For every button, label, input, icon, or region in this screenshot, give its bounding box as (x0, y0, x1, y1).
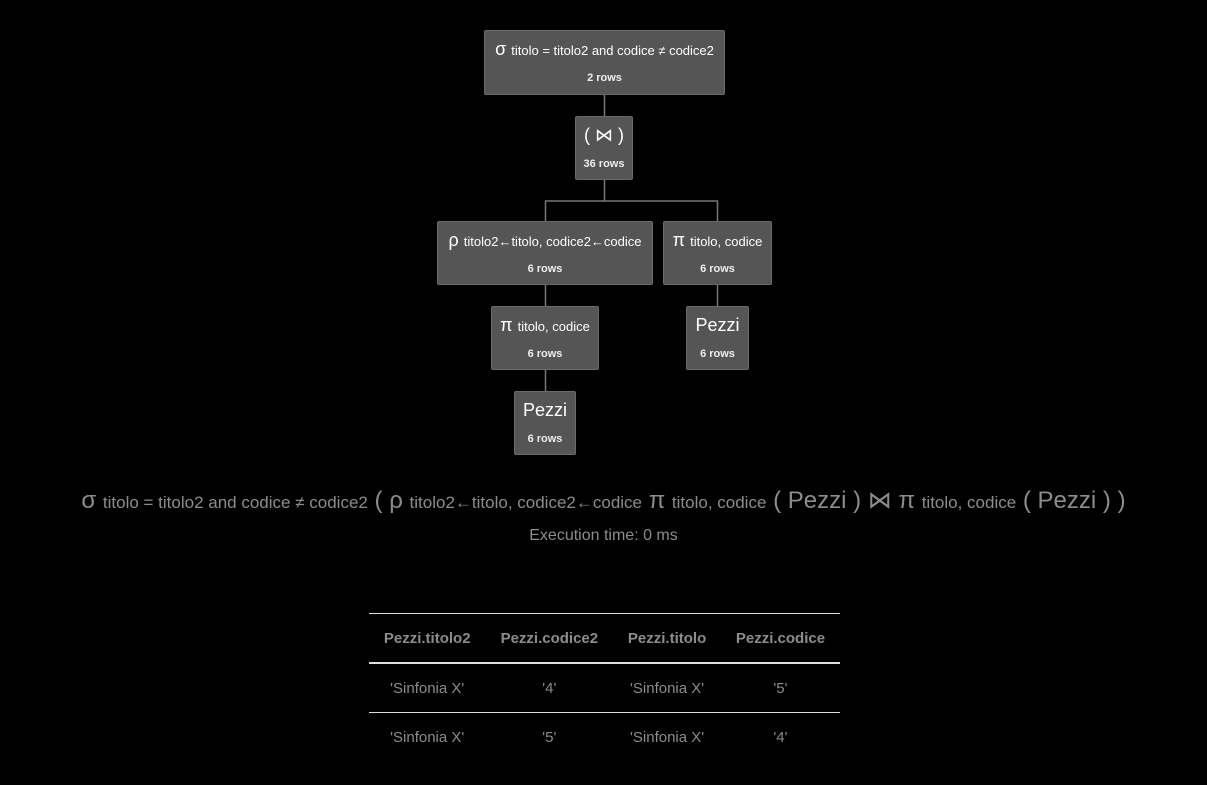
expr-paren: ( (374, 487, 383, 514)
relational-algebra-expression: σ titolo = titolo2 and codice ≠ codice2 … (0, 486, 1207, 515)
expr-paren: ) (1102, 487, 1111, 514)
expr-join: ⋈ (867, 487, 892, 514)
expr-paren: ( (1022, 487, 1031, 514)
table-row: 'Sinfonia X' '5' 'Sinfonia X' '4' (369, 713, 840, 762)
relation-node-right[interactable]: Pezzi 6 rows (686, 306, 749, 370)
relation-name: Pezzi (695, 315, 740, 335)
row-count: 6 rows (527, 433, 563, 445)
column-header: Pezzi.codice (720, 613, 840, 664)
expr-pi: π (648, 487, 666, 514)
sigma-symbol: σ (495, 39, 507, 59)
table-cell: '4' (485, 663, 614, 713)
expr-pi: π (898, 487, 916, 514)
row-count: 6 rows (700, 263, 735, 275)
expr-relation: Pezzi (787, 487, 847, 514)
table-cell: '5' (720, 663, 840, 713)
projection-node-right[interactable]: π titolo, codice 6 rows (663, 221, 772, 285)
column-header: Pezzi.codice2 (485, 613, 614, 664)
column-header: Pezzi.titolo (613, 613, 721, 664)
table-cell: 'Sinfonia X' (630, 728, 705, 746)
relation-name: Pezzi (522, 400, 567, 420)
expr-paren: ) (853, 487, 862, 514)
selection-condition: titolo = titolo2 and codice ≠ codice2 (511, 43, 714, 58)
expr-rho-mapping: titolo2←titolo, codice2←codice (409, 493, 643, 512)
join-node[interactable]: ( ⋈ ) 36 rows (575, 116, 633, 180)
relation-node-left[interactable]: Pezzi 6 rows (514, 391, 576, 455)
rho-symbol: ρ (448, 230, 459, 250)
column-header: Pezzi.titolo2 (369, 613, 486, 664)
table-cell: 'Sinfonia X' (369, 663, 486, 713)
operator-tree: σ titolo = titolo2 and codice ≠ codice2 … (437, 30, 772, 455)
expr-sigma: σ (81, 487, 97, 514)
expr-relation: Pezzi (1037, 487, 1097, 514)
row-count: 6 rows (527, 348, 563, 360)
rename-node[interactable]: ρ titolo2←titolo, codice2←codice 6 rows (437, 221, 653, 285)
expr-paren: ( (773, 487, 782, 514)
expr-rho: ρ (389, 487, 403, 514)
pi-symbol: π (500, 315, 513, 335)
join-symbol: ( ⋈ ) (584, 125, 624, 145)
expr-paren: ) (1117, 487, 1126, 514)
expr-pi-attributes: titolo, codice (671, 493, 767, 512)
projection-attributes: titolo, codice (517, 319, 590, 334)
edge-n1-n3 (604, 200, 719, 221)
row-count: 6 rows (527, 263, 563, 275)
result-table: Pezzi.titolo2 Pezzi.codice2 Pezzi.titolo… (369, 613, 840, 761)
pi-symbol: π (672, 230, 686, 250)
row-count: 6 rows (700, 348, 735, 360)
table-cell: '5' (542, 728, 557, 746)
row-count: 36 rows (583, 158, 625, 170)
row-count: 2 rows (587, 72, 622, 84)
rename-mapping: titolo2←titolo, codice2←codice (463, 234, 642, 249)
selection-node[interactable]: σ titolo = titolo2 and codice ≠ codice2 … (484, 30, 725, 95)
expr-sigma-condition: titolo = titolo2 and codice ≠ codice2 (102, 493, 368, 512)
tree-edges (544, 95, 719, 391)
table-cell: 'Sinfonia X' (390, 728, 465, 746)
table-row: 'Sinfonia X' '4' 'Sinfonia X' '5' (369, 663, 840, 713)
projection-node-left[interactable]: π titolo, codice 6 rows (491, 306, 599, 370)
execution-time: Execution time: 0 ms (529, 527, 678, 544)
table-cell: '4' (773, 728, 788, 746)
table-header-row: Pezzi.titolo2 Pezzi.codice2 Pezzi.titolo… (369, 613, 840, 664)
table-cell: 'Sinfonia X' (613, 663, 721, 713)
expr-pi-attributes: titolo, codice (921, 493, 1017, 512)
edge-n1-n2 (544, 180, 606, 221)
projection-attributes: titolo, codice (690, 234, 763, 249)
